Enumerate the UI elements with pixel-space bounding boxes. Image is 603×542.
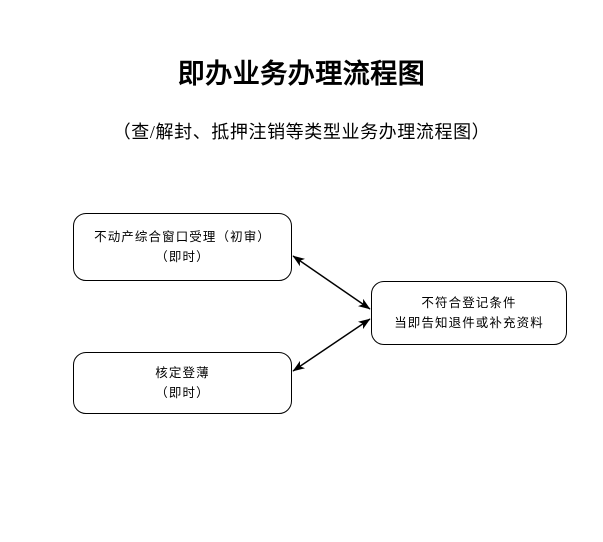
flow-node-intake[interactable]: 不动产综合窗口受理（初审） （即时） <box>73 213 292 281</box>
page-title: 即办业务办理流程图 <box>177 59 426 90</box>
flow-node-reject[interactable]: 不符合登记条件 当即告知退件或补充资料 <box>371 281 567 345</box>
flow-node-register[interactable]: 核定登薄 （即时） <box>73 352 292 414</box>
flow-node-register-line-1: 核定登薄 <box>155 366 210 380</box>
page-subtitle: （查/解封、抵押注销等类型业务办理流程图） <box>112 122 491 142</box>
connector-intake-reject <box>292 255 371 310</box>
flow-node-reject-line-1: 不符合登记条件 <box>421 296 517 310</box>
flow-node-intake-line-2: （即时） <box>155 250 210 264</box>
flow-node-reject-line-2: 当即告知退件或补充资料 <box>394 316 544 330</box>
flow-node-intake-line-1: 不动产综合窗口受理（初审） <box>94 230 271 244</box>
connector-register-reject <box>292 318 371 372</box>
flow-node-register-line-2: （即时） <box>155 386 210 400</box>
